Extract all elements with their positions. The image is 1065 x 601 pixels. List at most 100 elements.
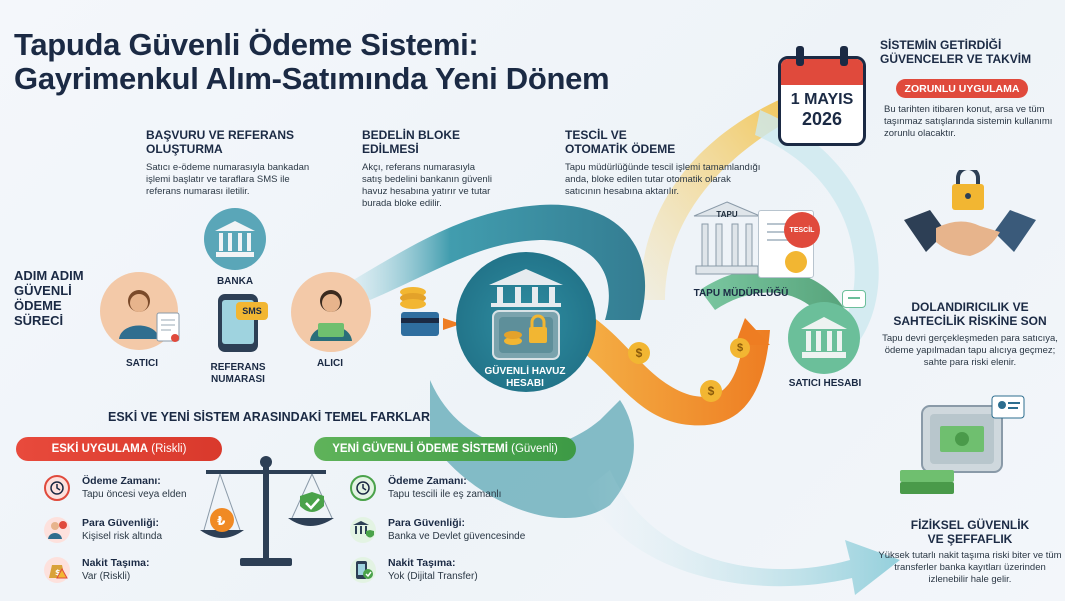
guarantees-heading-line-1: SİSTEMİN GETİRDİĞİ [880, 38, 1002, 52]
phone-icon: SMS [218, 294, 268, 352]
new-system-badge: YENİ GÜVENLİ ÖDEME SİSTEMİ (Güvenli) [314, 437, 576, 461]
fraud-heading-line-2: SAHTECİLİK RİSKİNE SON [893, 314, 1047, 328]
process-heading-line-3: ÖDEME [14, 298, 62, 313]
reference-label-line-1: REFERANS [210, 362, 266, 373]
old-system-tag: (Riskli) [151, 443, 187, 455]
process-heading-line-2: GÜVENLİ [14, 283, 72, 298]
step-2-title-1: BEDELİN BLOKE [362, 128, 461, 142]
process-heading-line-4: SÜRECİ [14, 313, 64, 328]
buyer-avatar [291, 272, 371, 352]
pool-label-line-1: GÜVENLİ HAVUZ [484, 366, 566, 377]
land-registry-building: TAPU [692, 200, 762, 278]
calendar-icon: 1 MAYIS 2026 [778, 56, 866, 146]
guarantees-heading: SİSTEMİN GETİRDİĞİ GÜVENCELER VE TAKVİM [880, 38, 1060, 66]
seller-avatar [100, 272, 180, 350]
old-row-value: Kişisel risk altında [82, 531, 163, 542]
physical-heading-line-1: FİZİKSEL GÜVENLİK [910, 518, 1030, 532]
old-system-badge: ESKİ UYGULAMA (Riskli) [16, 437, 222, 461]
bank-label: BANKA [216, 276, 254, 287]
pool-label-line-2: HESABI [506, 378, 544, 389]
calendar-year: 2026 [801, 109, 843, 129]
old-row-title: Para Güvenliği: [82, 517, 160, 529]
clock-icon [44, 475, 70, 501]
fraud-heading: DOLANDIRICILIK VE SAHTECİLİK RİSKİNE SON [880, 300, 1060, 328]
notification-bubble-icon [842, 290, 866, 308]
calendar-ring [796, 46, 804, 66]
svg-text:$: $ [55, 568, 61, 577]
step-2-text: Akçı, referans numarasıyla satış bedelin… [362, 162, 492, 209]
old-row-value: Var (Riskli) [82, 571, 131, 582]
step-3: TESCİL VE OTOMATİK ÖDEME Tapu müdürlüğün… [565, 128, 775, 198]
bank-icon [801, 317, 847, 358]
reference-label-line-2: NUMARASI [211, 374, 265, 385]
process-heading-line-1: ADIM ADIM [14, 268, 84, 283]
step-2: BEDELİN BLOKE EDİLMESİ Akçı, referans nu… [362, 128, 502, 210]
person-icon [310, 290, 352, 341]
vault-bank-icon [489, 269, 563, 360]
new-row-title: Ödeme Zamanı: [388, 475, 467, 487]
person-warning-icon [44, 517, 70, 543]
comparison-heading: ESKİ VE YENİ SİSTEM ARASINDAKİ TEMEL FAR… [108, 410, 431, 424]
person-icon [119, 290, 159, 339]
step-1-title-1: BAŞVURU VE REFERANS [146, 128, 295, 142]
new-row-value: Tapu tescili ile eş zamanlı [388, 489, 502, 500]
registry-building-icon [693, 201, 761, 275]
pool-account-label: GÜVENLİ HAVUZ HESABI [470, 366, 580, 390]
money-bag-warning-icon: $ [44, 557, 70, 583]
pool-account-circle [456, 252, 596, 392]
phone-transfer-icon [350, 557, 376, 583]
mandatory-badge: ZORUNLU UYGULAMA [896, 79, 1028, 98]
teal-right-arc [755, 110, 879, 340]
orange-ribbon [555, 300, 770, 426]
handshake-lock-icon [904, 170, 1036, 256]
coin-icon: $ [700, 380, 722, 402]
step-3-title-1: TESCİL VE [565, 128, 627, 142]
bank-circle [204, 208, 266, 270]
coin-icon: $ [730, 338, 750, 358]
calendar-ring [840, 46, 848, 66]
physical-security-text: Yüksek tutarlı nakit taşıma riski biter … [878, 550, 1062, 585]
new-row-value: Yok (Dijital Transfer) [388, 571, 478, 582]
new-row-title: Para Güvenliği: [388, 517, 466, 529]
fraud-heading-line-1: DOLANDIRICILIK VE [911, 300, 1029, 314]
document-icon [156, 312, 180, 342]
money-case-icon [900, 395, 1025, 494]
mandatory-text: Bu tarihten itibaren konut, arsa ve tüm … [884, 104, 1053, 139]
coin-icon: $ [628, 342, 650, 364]
land-registry-label: TAPU MÜDÜRLÜĞÜ [693, 288, 789, 299]
seal-icon [785, 251, 807, 273]
title-line-2: Gayrimenkul Alım-Satımında Yeni Dönem [14, 61, 610, 96]
physical-heading-line-2: VE ŞEFFAFLIK [927, 532, 1013, 546]
calendar-date: 1 MAYIS [790, 91, 854, 108]
step-1-text: Satıcı e-ödeme numarasıyla bankadan işle… [146, 162, 310, 197]
buyer-label: ALICI [316, 358, 344, 369]
seller-label: SATICI [125, 358, 159, 369]
step-3-title-2: OTOMATİK ÖDEME [565, 142, 676, 156]
seller-account-circle [788, 302, 860, 374]
bank-shield-icon [350, 517, 376, 543]
new-row-title: Nakit Taşıma: [388, 557, 456, 569]
registration-stamp: TESCİL [784, 212, 820, 248]
page-title: Tapuda Güvenli Ödeme Sistemi: Gayrimenku… [14, 28, 654, 96]
step-1-title-2: OLUŞTURMA [146, 142, 223, 156]
physical-security-heading: FİZİKSEL GÜVENLİK VE ŞEFFAFLIK [880, 518, 1060, 546]
step-1: BAŞVURU VE REFERANS OLUŞTURMA Satıcı e-ö… [146, 128, 336, 198]
step-3-text: Tapu müdürlüğünde tescil işlemi tamamlan… [565, 162, 761, 197]
guarantees-heading-line-2: GÜVENCELER VE TAKVİM [880, 52, 1032, 66]
registry-sign: TAPU [716, 210, 738, 219]
teal-ribbon [345, 204, 646, 320]
old-row-title: Nakit Taşıma: [82, 557, 150, 569]
new-row-value: Banka ve Devlet güvencesinde [388, 531, 526, 542]
title-line-1: Tapuda Güvenli Ödeme Sistemi: [14, 27, 479, 62]
step-2-title-2: EDİLMESİ [362, 142, 419, 156]
process-heading: ADIM ADIM GÜVENLİ ÖDEME SÜRECİ [14, 268, 104, 328]
green-ribbon [700, 268, 850, 330]
faded-arrow [585, 470, 900, 595]
old-row-title: Ödeme Zamanı: [82, 475, 161, 487]
new-system-label: YENİ GÜVENLİ ÖDEME SİSTEMİ [332, 443, 508, 455]
old-system-label: ESKİ UYGULAMA [51, 443, 149, 455]
bank-icon [215, 221, 255, 257]
reference-number-label: REFERANS NUMARASI [198, 362, 278, 386]
coins-card-icon [400, 287, 461, 336]
clock-lock-icon [350, 475, 376, 501]
